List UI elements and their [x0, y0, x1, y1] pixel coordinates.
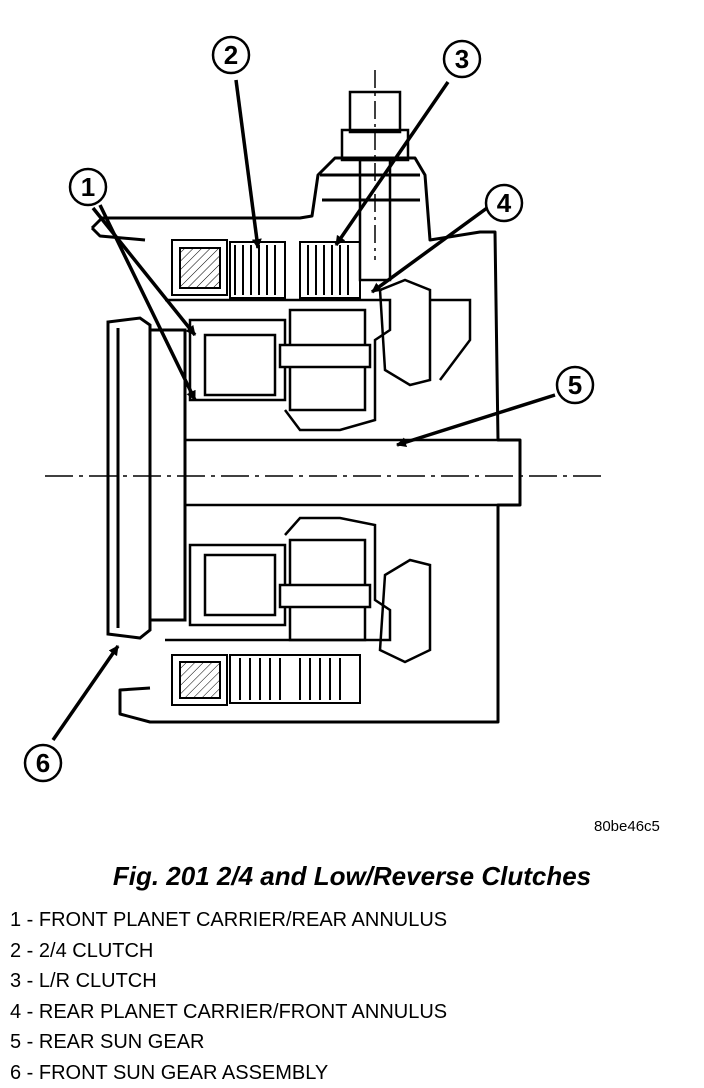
legend-item-5: 5 - REAR SUN GEAR [10, 1027, 447, 1058]
legend-list: 1 - FRONT PLANET CARRIER/REAR ANNULUS 2 … [10, 905, 447, 1088]
clutch-pack-2-4-upper [172, 240, 285, 298]
transmission-cutaway-diagram: 1 2 3 4 5 6 [0, 0, 704, 850]
callout-3-number: 3 [455, 44, 469, 74]
callout-1-number: 1 [81, 172, 95, 202]
legend-item-1: 1 - FRONT PLANET CARRIER/REAR ANNULUS [10, 905, 447, 936]
callout-2-number: 2 [224, 40, 238, 70]
callout-6: 6 [25, 745, 61, 781]
callout-5: 5 [557, 367, 593, 403]
legend-item-4: 4 - REAR PLANET CARRIER/FRONT ANNULUS [10, 997, 447, 1028]
callout-6-number: 6 [36, 748, 50, 778]
callout-3: 3 [444, 41, 480, 77]
callout-1: 1 [70, 169, 106, 205]
callout-4: 4 [486, 185, 522, 221]
clutch-pack-lr-upper [300, 242, 360, 298]
legend-item-3: 3 - L/R CLUTCH [10, 966, 447, 997]
callout-2: 2 [213, 37, 249, 73]
figure-caption: Fig. 201 2/4 and Low/Reverse Clutches [0, 861, 704, 892]
callout-5-number: 5 [568, 370, 582, 400]
legend-item-2: 2 - 2/4 CLUTCH [10, 936, 447, 967]
callout-4-number: 4 [497, 188, 512, 218]
legend-item-6: 6 - FRONT SUN GEAR ASSEMBLY [10, 1058, 447, 1088]
planetary-set-upper [165, 280, 470, 430]
clutch-pack-lower [172, 655, 360, 705]
figure-reference-code: 80be46c5 [594, 818, 660, 835]
front-sun-gear-drum [108, 318, 185, 638]
planetary-set-lower [165, 518, 430, 662]
